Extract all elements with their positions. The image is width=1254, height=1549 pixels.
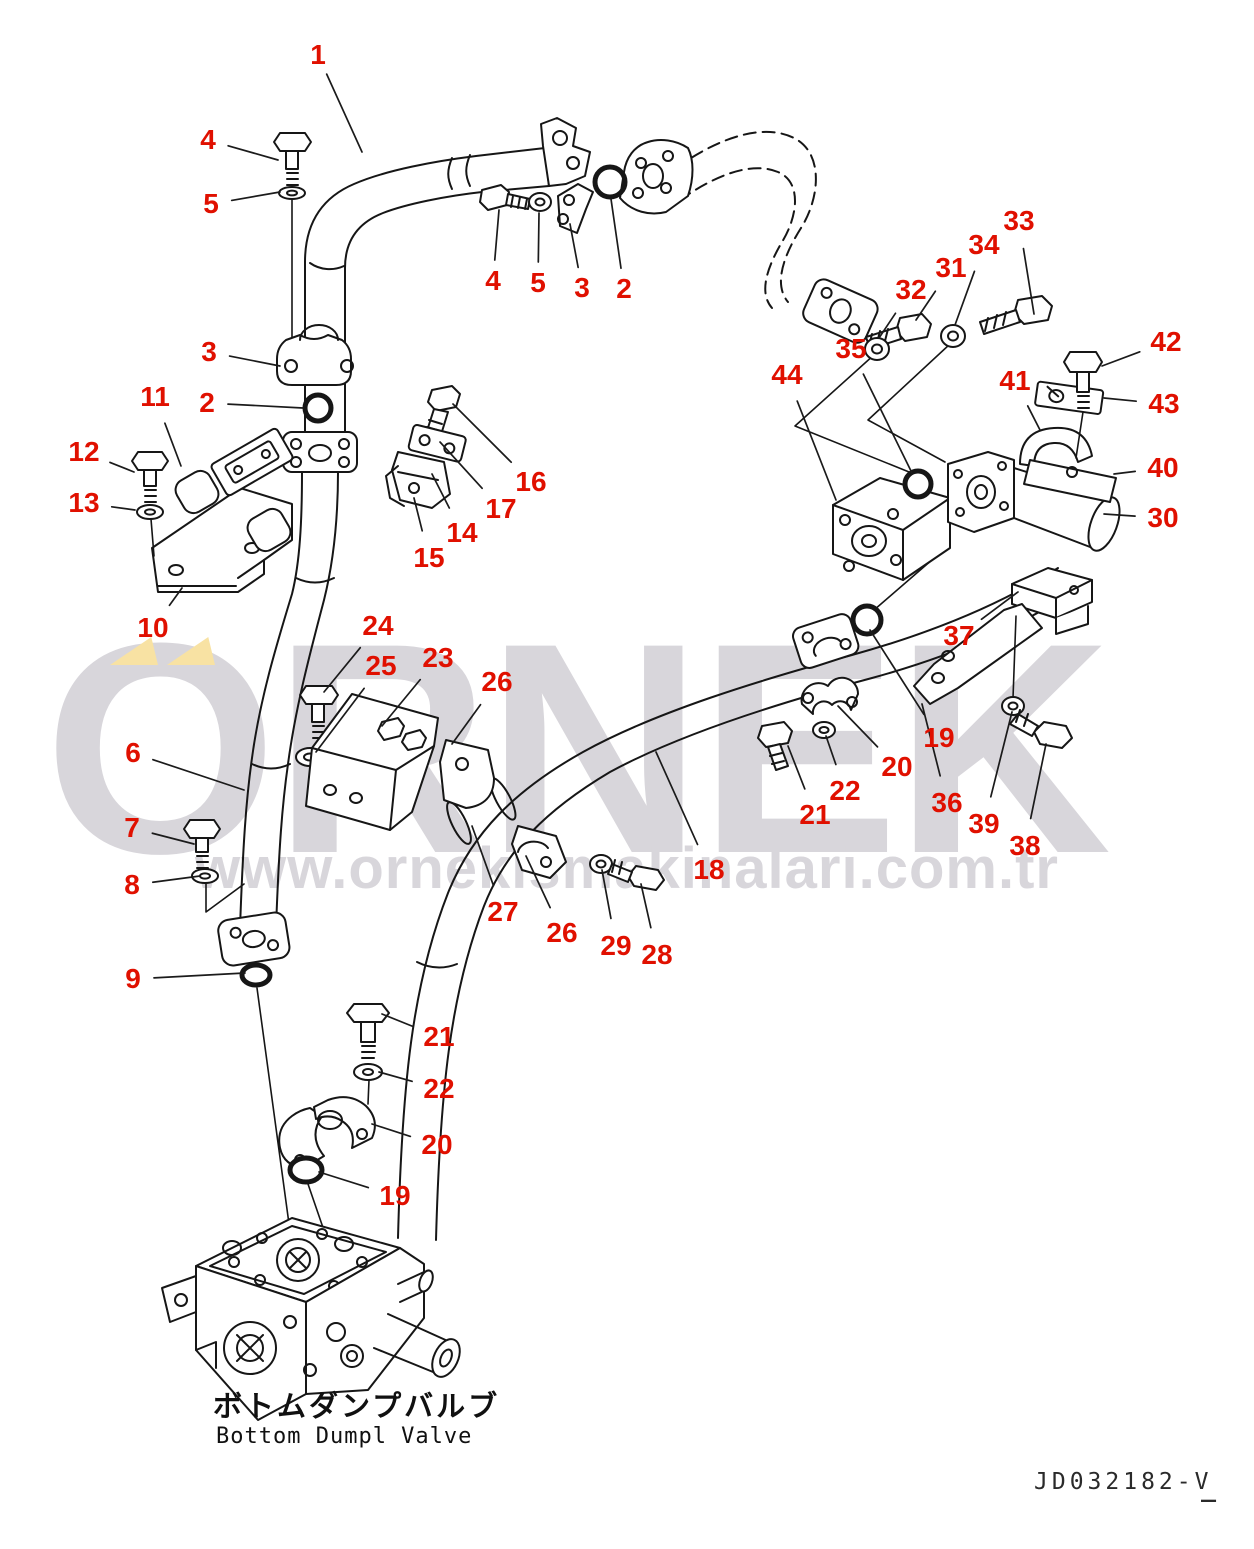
washer-22a (812, 721, 836, 739)
bolt-21a (757, 721, 793, 771)
washer-22b (353, 1063, 383, 1105)
bolt-21b (346, 1003, 390, 1059)
washer-32 (864, 337, 890, 361)
clamp-41 (1019, 426, 1093, 467)
washer-8 (191, 868, 245, 913)
clamp-26 (439, 739, 495, 809)
clamp-26b (511, 825, 567, 879)
o-ring-2 (302, 392, 334, 424)
o-ring-19 (850, 603, 884, 637)
flange-bottom (217, 911, 291, 967)
dashed-hose (619, 131, 879, 344)
plate-43 (1034, 380, 1105, 415)
washer-34 (940, 324, 966, 348)
washer-39 (1001, 696, 1025, 716)
elbow-pipe-1 (304, 117, 591, 435)
drawing-number-suffix: _ (1201, 1473, 1217, 1502)
bolt-38 (1009, 709, 1073, 749)
washer-13 (136, 504, 164, 557)
valve-title-japanese: ボトムダンプバルブ (213, 1389, 501, 1423)
o-ring-9 (239, 962, 273, 988)
drawing-number: JD032182-V (1034, 1469, 1213, 1495)
bolt-28 (607, 859, 665, 891)
washer-5 (278, 186, 306, 353)
pipe-6 (239, 471, 339, 929)
flange-adapter (947, 451, 1015, 533)
o-ring-2b (592, 164, 628, 200)
o-ring-35 (902, 468, 934, 500)
bracket-23 (305, 693, 439, 831)
pipe18-end-fitting (792, 613, 860, 669)
o-ring-19b (287, 1155, 325, 1185)
bolt-4 (273, 132, 312, 186)
arm-36 (913, 603, 1043, 705)
bolt-4b (479, 184, 531, 211)
washer-5b (528, 192, 552, 212)
strap-40 (1023, 459, 1117, 503)
valve-title-english: Bottom Dumpl Valve (216, 1424, 473, 1449)
watermark-url: www.ornekismakinalari.com.tr (195, 836, 1059, 901)
bolt-33 (979, 295, 1053, 335)
clamp-20a (800, 676, 860, 715)
bolt-12 (131, 451, 169, 503)
bolt-42 (1063, 351, 1103, 459)
clamp-20b (278, 1096, 376, 1169)
bracket-14-15 (385, 451, 451, 509)
bracket-10 (151, 427, 294, 593)
bolt-7 (183, 819, 221, 869)
flange-top (282, 431, 358, 473)
clamp-3b (557, 183, 594, 234)
bracket-37 (1011, 567, 1093, 635)
pump-body-44 (832, 477, 951, 581)
valve-block (161, 1217, 461, 1421)
